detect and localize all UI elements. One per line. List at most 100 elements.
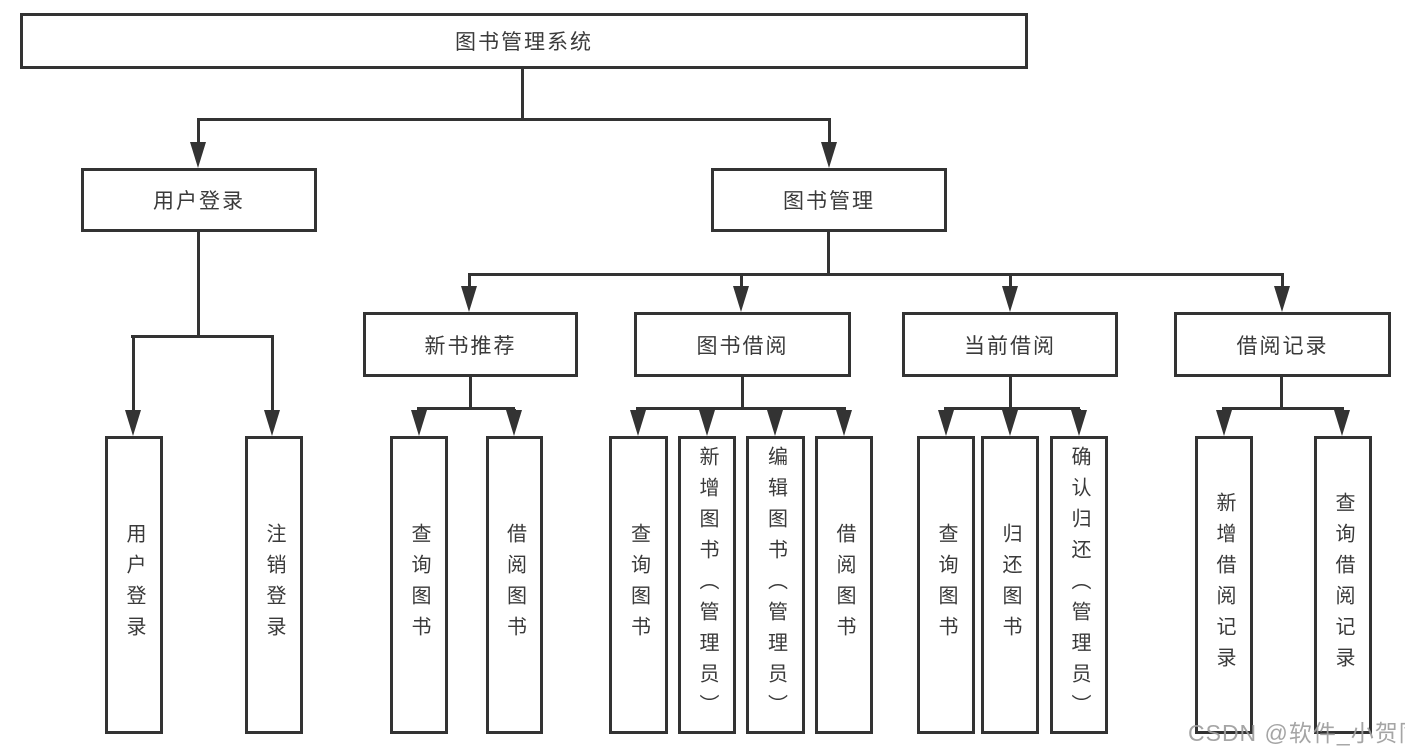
connector-new-book-hline bbox=[417, 407, 515, 410]
leaf-borrow-book-2: 借阅图书 bbox=[815, 436, 873, 734]
arrow-head-icon bbox=[190, 142, 206, 168]
arrow-to-leaf-add-record bbox=[1216, 409, 1233, 436]
arrow-to-book-mgmt-branch bbox=[821, 120, 838, 168]
arrow-head-icon bbox=[836, 410, 852, 436]
leaf-label: 新增借阅记录 bbox=[1213, 492, 1235, 678]
connector-borrow-records-hline bbox=[1222, 407, 1344, 410]
arrow-to-leaf-borrow-book-1 bbox=[506, 409, 523, 436]
arrow-to-leaf-user-login bbox=[125, 337, 142, 436]
arrow-head-icon bbox=[733, 286, 749, 312]
arrow-stem bbox=[197, 120, 200, 144]
arrow-head-icon bbox=[938, 410, 954, 436]
leaf-label: 借阅图书 bbox=[833, 523, 855, 647]
arrow-stem bbox=[1281, 275, 1284, 288]
arrow-head-icon bbox=[767, 410, 783, 436]
arrow-to-book-borrow bbox=[733, 275, 750, 312]
arrow-stem bbox=[1009, 275, 1012, 288]
arrow-head-icon bbox=[125, 410, 141, 436]
leaf-query-book-1: 查询图书 bbox=[390, 436, 448, 734]
arrow-to-leaf-add-book bbox=[699, 409, 716, 436]
arrow-to-leaf-borrow-book-2 bbox=[836, 409, 853, 436]
arrow-to-leaf-return-book bbox=[1002, 409, 1019, 436]
leaf-label: 编辑图书（管理员） bbox=[764, 445, 787, 725]
node-label: 用户登录 bbox=[153, 190, 245, 213]
node-new-book: 新书推荐 bbox=[363, 312, 578, 377]
leaf-add-book-admin: 新增图书（管理员） bbox=[678, 436, 736, 734]
arrow-stem bbox=[740, 275, 743, 288]
connector-current-borrow-hline bbox=[944, 407, 1080, 410]
leaf-query-borrow-record: 查询借阅记录 bbox=[1314, 436, 1372, 734]
arrow-head-icon bbox=[1274, 286, 1290, 312]
node-root-label: 图书管理系统 bbox=[455, 31, 593, 54]
arrow-head-icon bbox=[1334, 410, 1350, 436]
connector-current-borrow-stem bbox=[1009, 377, 1012, 407]
arrow-head-icon bbox=[461, 286, 477, 312]
arrow-head-icon bbox=[1216, 410, 1232, 436]
arrow-to-user-login-branch bbox=[190, 120, 207, 168]
leaf-label: 确认归还（管理员） bbox=[1068, 445, 1090, 725]
node-borrow-records: 借阅记录 bbox=[1174, 312, 1391, 377]
leaf-label: 归还图书 bbox=[999, 523, 1021, 647]
arrow-to-leaf-edit-book bbox=[767, 409, 784, 436]
arrow-head-icon bbox=[630, 410, 646, 436]
leaf-label: 用户登录 bbox=[123, 523, 145, 647]
leaf-logout: 注销登录 bbox=[245, 436, 303, 734]
node-root: 图书管理系统 bbox=[20, 13, 1028, 69]
node-book-borrow: 图书借阅 bbox=[634, 312, 851, 377]
arrow-stem bbox=[271, 337, 274, 412]
leaf-borrow-book-1: 借阅图书 bbox=[486, 436, 543, 734]
arrow-to-leaf-logout bbox=[264, 337, 281, 436]
connector-book-borrow-stem bbox=[741, 377, 744, 407]
leaf-user-login: 用户登录 bbox=[105, 436, 163, 734]
leaf-label: 借阅图书 bbox=[503, 523, 526, 647]
arrow-head-icon bbox=[1002, 410, 1018, 436]
connector-root-hline bbox=[197, 118, 831, 121]
leaf-label: 查询借阅记录 bbox=[1332, 492, 1354, 678]
arrow-stem bbox=[828, 120, 831, 144]
arrow-head-icon bbox=[506, 410, 522, 436]
csdn-watermark: CSDN @软件_小贺同学 bbox=[1188, 720, 1405, 746]
node-user-login-branch: 用户登录 bbox=[81, 168, 317, 232]
arrow-to-new-book bbox=[461, 275, 478, 312]
arrow-to-leaf-query-record bbox=[1334, 409, 1351, 436]
leaf-label: 查询图书 bbox=[935, 523, 957, 647]
connector-root-stem bbox=[521, 69, 524, 120]
leaf-query-book-3: 查询图书 bbox=[917, 436, 975, 734]
arrow-stem bbox=[468, 275, 471, 288]
leaf-query-book-2: 查询图书 bbox=[609, 436, 668, 734]
node-label: 借阅记录 bbox=[1236, 334, 1329, 358]
connector-new-book-stem bbox=[469, 377, 472, 407]
leaf-edit-book-admin: 编辑图书（管理员） bbox=[746, 436, 805, 734]
arrow-to-leaf-query-book-1 bbox=[411, 409, 428, 436]
connector-user-login-hline bbox=[131, 335, 274, 338]
leaf-confirm-return-admin: 确认归还（管理员） bbox=[1050, 436, 1108, 734]
arrow-stem bbox=[132, 337, 135, 412]
arrow-head-icon bbox=[821, 142, 837, 168]
node-book-mgmt-branch: 图书管理 bbox=[711, 168, 947, 232]
node-current-borrow: 当前借阅 bbox=[902, 312, 1118, 377]
connector-borrow-records-stem bbox=[1280, 377, 1283, 407]
leaf-add-borrow-record: 新增借阅记录 bbox=[1195, 436, 1253, 734]
leaf-label: 查询图书 bbox=[627, 523, 650, 647]
leaf-return-book: 归还图书 bbox=[981, 436, 1039, 734]
arrow-to-current-borrow bbox=[1002, 275, 1019, 312]
arrow-to-leaf-confirm-return bbox=[1071, 409, 1088, 436]
connector-book-mgmt-hline bbox=[468, 273, 1284, 276]
leaf-label: 查询图书 bbox=[408, 523, 430, 647]
connector-book-mgmt-stem bbox=[827, 232, 830, 273]
arrow-head-icon bbox=[1002, 286, 1018, 312]
leaf-label: 新增图书（管理员） bbox=[696, 445, 718, 725]
leaf-label: 注销登录 bbox=[263, 523, 285, 647]
arrow-to-leaf-query-book-2 bbox=[630, 409, 647, 436]
arrow-to-borrow-records bbox=[1274, 275, 1291, 312]
node-label: 图书管理 bbox=[783, 190, 875, 213]
connector-book-borrow-hline bbox=[636, 407, 846, 410]
node-label: 图书借阅 bbox=[696, 334, 789, 358]
arrow-head-icon bbox=[1071, 410, 1087, 436]
arrow-head-icon bbox=[699, 410, 715, 436]
arrow-head-icon bbox=[264, 410, 280, 436]
node-label: 新书推荐 bbox=[424, 334, 517, 358]
arrow-to-leaf-query-book-3 bbox=[938, 409, 955, 436]
arrow-head-icon bbox=[411, 410, 427, 436]
